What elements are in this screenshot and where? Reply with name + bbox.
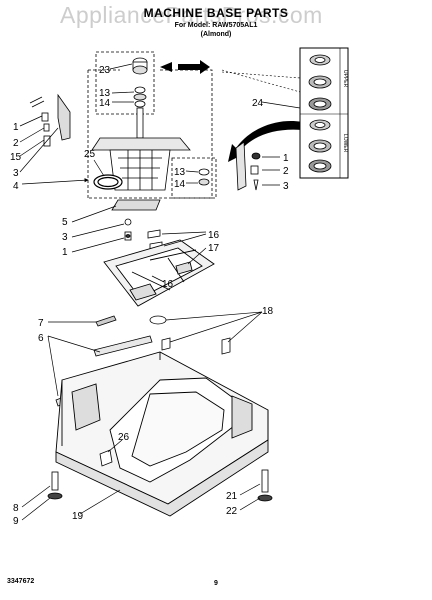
document-number: 3347672: [7, 578, 35, 585]
spring: [95, 315, 117, 327]
callout-3-left: 3: [13, 168, 19, 179]
callout-15: 15: [10, 152, 22, 163]
ring-seal: [93, 174, 123, 190]
diagram-title: MACHINE BASE PARTS: [143, 6, 289, 20]
bearing-kit-box: [299, 47, 349, 179]
left-fasteners: [29, 93, 71, 147]
right-bracket: [235, 141, 261, 191]
callout-19: 19: [72, 511, 84, 522]
callout-8: 8: [13, 503, 19, 514]
leader-lines: [19, 63, 301, 521]
callout-13-top: 13: [99, 88, 111, 99]
leader-dashes: [221, 69, 301, 93]
seal-stack-top: [132, 57, 148, 108]
callout-25: 25: [84, 149, 96, 160]
leg-clip: [99, 449, 113, 467]
callout-4: 4: [13, 181, 19, 192]
callout-2-right: 2: [283, 166, 289, 177]
callout-7: 7: [38, 318, 44, 329]
callout-26: 26: [118, 432, 130, 443]
page-number: 9: [214, 580, 218, 587]
callout-numbers: 23 13 14 24 1 2 15 3 4 25 1 2 3 13 14 5 …: [10, 65, 289, 527]
retainer-parts: [149, 315, 231, 355]
direction-arrow-top: [160, 60, 210, 74]
model-subtitle: For Model: RAW5705AL1: [174, 22, 258, 29]
callout-24: 24: [252, 98, 264, 109]
seal-stack-mid: [198, 168, 210, 186]
callout-14-top: 14: [99, 98, 111, 109]
callout-13-mid: 13: [174, 167, 186, 178]
callout-16-a: 16: [208, 230, 220, 241]
callout-23: 23: [99, 65, 111, 76]
base-plate: [103, 239, 215, 307]
upper-label: UPPER: [342, 70, 348, 88]
callout-18: 18: [262, 306, 274, 317]
cam-plate: [111, 199, 161, 241]
lower-label: LOWER: [342, 134, 348, 153]
leveling-legs: [47, 469, 273, 502]
callout-14-mid: 14: [174, 179, 186, 190]
callout-1-left: 1: [13, 122, 19, 133]
callout-3-mid: 3: [62, 232, 68, 243]
callout-5: 5: [62, 217, 68, 228]
callout-17: 17: [208, 243, 220, 254]
callout-6: 6: [38, 333, 44, 344]
direction-arrow-curved: [228, 121, 302, 162]
callout-9: 9: [13, 516, 19, 527]
callout-1-mid: 1: [62, 247, 68, 258]
callout-3-right: 3: [283, 181, 289, 192]
callout-22: 22: [226, 506, 238, 517]
callout-21: 21: [226, 491, 238, 502]
callout-1-right: 1: [283, 153, 289, 164]
callout-16-c: 16: [162, 279, 174, 290]
watermark: AppliancePartsPros.com: [60, 2, 323, 28]
callout-2-left: 2: [13, 138, 19, 149]
machine-base-frame: [55, 351, 269, 517]
transmission-shaft: [91, 107, 191, 191]
color-note: (Almond): [200, 31, 232, 38]
